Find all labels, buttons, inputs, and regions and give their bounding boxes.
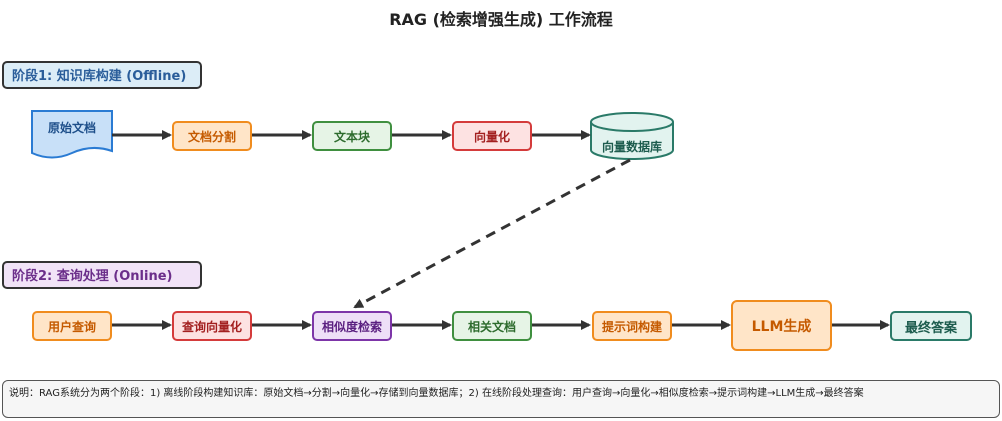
llm-generate-node: LLM生成 bbox=[731, 300, 832, 351]
vector-database-label: 向量数据库 bbox=[602, 139, 662, 154]
raw-documents-node: 原始文档 bbox=[31, 110, 113, 159]
explanation-note: 说明：RAG系统分为两个阶段：1) 离线阶段构建知识库：原始文档→分割→向量化→… bbox=[2, 380, 1000, 418]
query-vectorize-node: 查询向量化 bbox=[172, 311, 252, 341]
related-documents-node: 相关文档 bbox=[452, 311, 532, 341]
raw-documents-label: 原始文档 bbox=[48, 120, 96, 135]
final-answer-node: 最终答案 bbox=[890, 311, 972, 341]
similarity-search-node: 相似度检索 bbox=[312, 311, 392, 341]
text-chunks-node: 文本块 bbox=[312, 121, 392, 151]
user-query-node: 用户查询 bbox=[32, 311, 112, 341]
vector-database-node: 向量数据库 bbox=[590, 112, 674, 160]
document-split-node: 文档分割 bbox=[172, 121, 252, 151]
vectorize-node: 向量化 bbox=[452, 121, 532, 151]
stage-offline-label: 阶段1: 知识库构建 (Offline) bbox=[2, 61, 202, 89]
prompt-build-node: 提示词构建 bbox=[592, 311, 672, 341]
arrow-db-to-search-dashed bbox=[353, 158, 631, 309]
stage-online-label: 阶段2: 查询处理 (Online) bbox=[2, 261, 202, 289]
diagram-title: RAG (检索增强生成) 工作流程 bbox=[389, 10, 613, 29]
